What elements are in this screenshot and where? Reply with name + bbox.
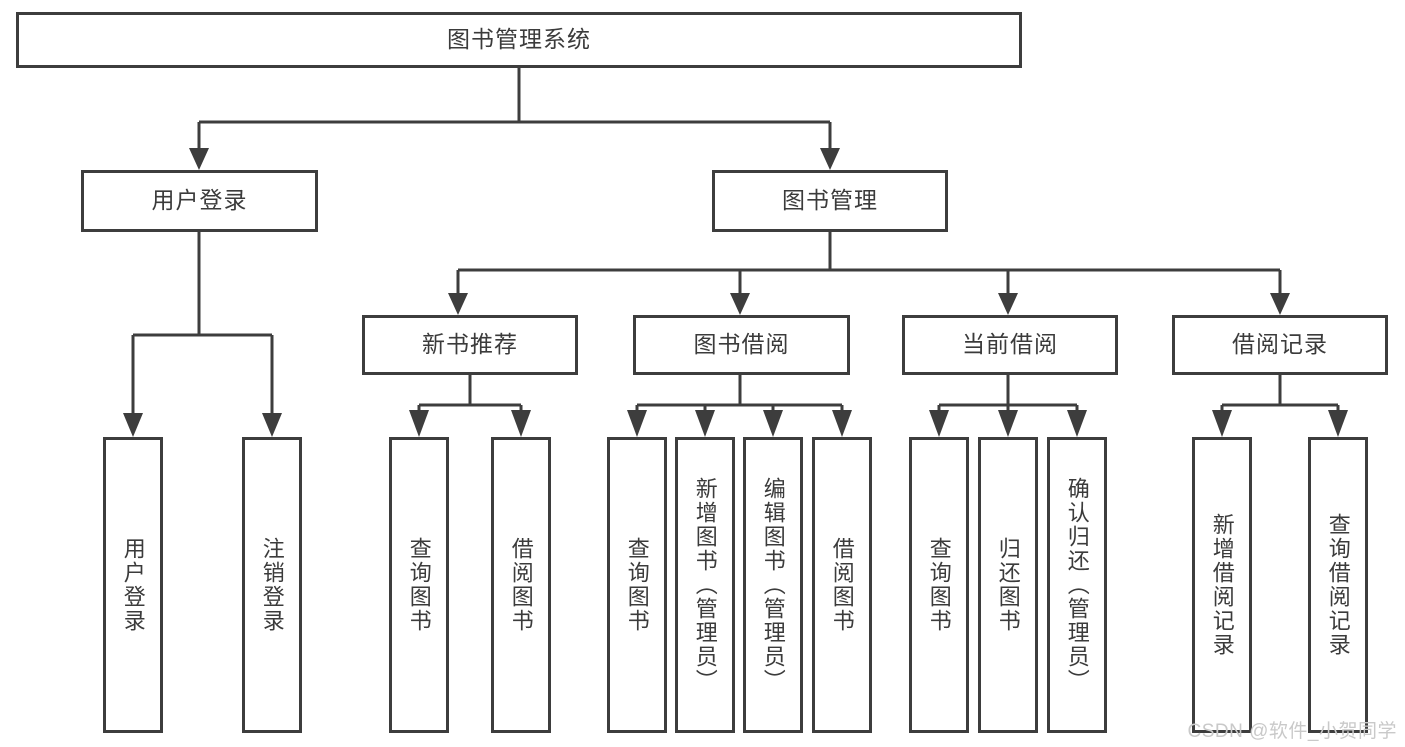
node-book-borrow[interactable]: 图书借阅: [633, 315, 850, 375]
leaf-new-book-query[interactable]: 查询图书: [389, 437, 449, 733]
arrowhead-user-login-leaf-1: [123, 413, 143, 437]
arrowhead-book-borrow-leaf-2: [695, 410, 715, 437]
leaf-borrow-record-add[interactable]: 新增借阅记录: [1192, 437, 1252, 733]
leaf-user-login-login[interactable]: 用户登录: [103, 437, 163, 733]
arrowhead-new-book-leaf-1: [409, 410, 429, 437]
leaf-book-borrow-add[interactable]: 新增图书（管理员）: [675, 437, 735, 733]
node-label: 新书推荐: [422, 331, 518, 358]
arrowhead-current-borrow-leaf-2: [998, 410, 1018, 437]
csdn-watermark: CSDN @软件_小贺同学: [1187, 721, 1397, 742]
leaf-book-borrow-borrow[interactable]: 借阅图书: [812, 437, 872, 733]
leaf-book-borrow-query[interactable]: 查询图书: [607, 437, 667, 733]
node-label: 确认归还（管理员）: [1064, 477, 1090, 693]
leaf-user-login-logout[interactable]: 注销登录: [242, 437, 302, 733]
node-root-book-management-system[interactable]: 图书管理系统: [16, 12, 1022, 68]
node-label: 查询图书: [926, 537, 952, 633]
arrowhead-current-borrow-leaf-1: [929, 410, 949, 437]
arrowhead-borrow-record-leaf-2: [1328, 410, 1348, 437]
leaf-current-borrow-query[interactable]: 查询图书: [909, 437, 969, 733]
arrowhead-new-book-leaf-2: [511, 410, 531, 437]
leaf-book-borrow-edit[interactable]: 编辑图书（管理员）: [743, 437, 803, 733]
node-label: 图书管理系统: [447, 26, 591, 53]
arrowhead-borrow-record-leaf-1: [1212, 410, 1232, 437]
node-user-login[interactable]: 用户登录: [81, 170, 318, 232]
node-label: 编辑图书（管理员）: [760, 477, 786, 693]
node-label: 新增图书（管理员）: [692, 477, 718, 693]
node-label: 图书借阅: [693, 331, 790, 358]
leaf-borrow-record-query[interactable]: 查询借阅记录: [1308, 437, 1368, 733]
node-label: 注销登录: [259, 537, 285, 633]
node-label: 借阅图书: [508, 537, 534, 633]
arrowhead-book-borrow-leaf-3: [763, 410, 783, 437]
arrowhead-book-borrow-leaf-1: [627, 410, 647, 437]
leaf-new-book-borrow[interactable]: 借阅图书: [491, 437, 551, 733]
node-new-book-recommend[interactable]: 新书推荐: [362, 315, 578, 375]
arrowhead-new-book: [448, 293, 468, 315]
arrowhead-book-borrow: [730, 293, 750, 315]
node-label: 用户登录: [120, 537, 146, 633]
leaf-current-borrow-return[interactable]: 归还图书: [978, 437, 1038, 733]
node-label: 查询借阅记录: [1325, 513, 1351, 657]
node-borrow-record[interactable]: 借阅记录: [1172, 315, 1388, 375]
node-label: 查询图书: [624, 537, 650, 633]
node-label: 查询图书: [406, 537, 432, 633]
node-label: 当前借阅: [962, 331, 1058, 358]
node-label: 用户登录: [151, 187, 248, 214]
arrowhead-book-manage: [820, 148, 840, 170]
node-current-borrow[interactable]: 当前借阅: [902, 315, 1118, 375]
arrowhead-current-borrow-leaf-3: [1067, 410, 1087, 437]
node-label: 新增借阅记录: [1209, 513, 1235, 657]
node-label: 借阅记录: [1232, 331, 1328, 358]
arrowhead-borrow-record: [1270, 293, 1290, 315]
arrowhead-user-login-leaf-2: [262, 413, 282, 437]
arrowhead-user-login: [189, 148, 209, 170]
node-label: 借阅图书: [829, 537, 855, 633]
arrowhead-current-borrow: [998, 293, 1018, 315]
node-label: 图书管理: [782, 187, 878, 214]
node-label: 归还图书: [995, 537, 1021, 633]
arrowhead-book-borrow-leaf-4: [832, 410, 852, 437]
node-book-management[interactable]: 图书管理: [712, 170, 948, 232]
leaf-current-borrow-confirm-return[interactable]: 确认归还（管理员）: [1047, 437, 1107, 733]
